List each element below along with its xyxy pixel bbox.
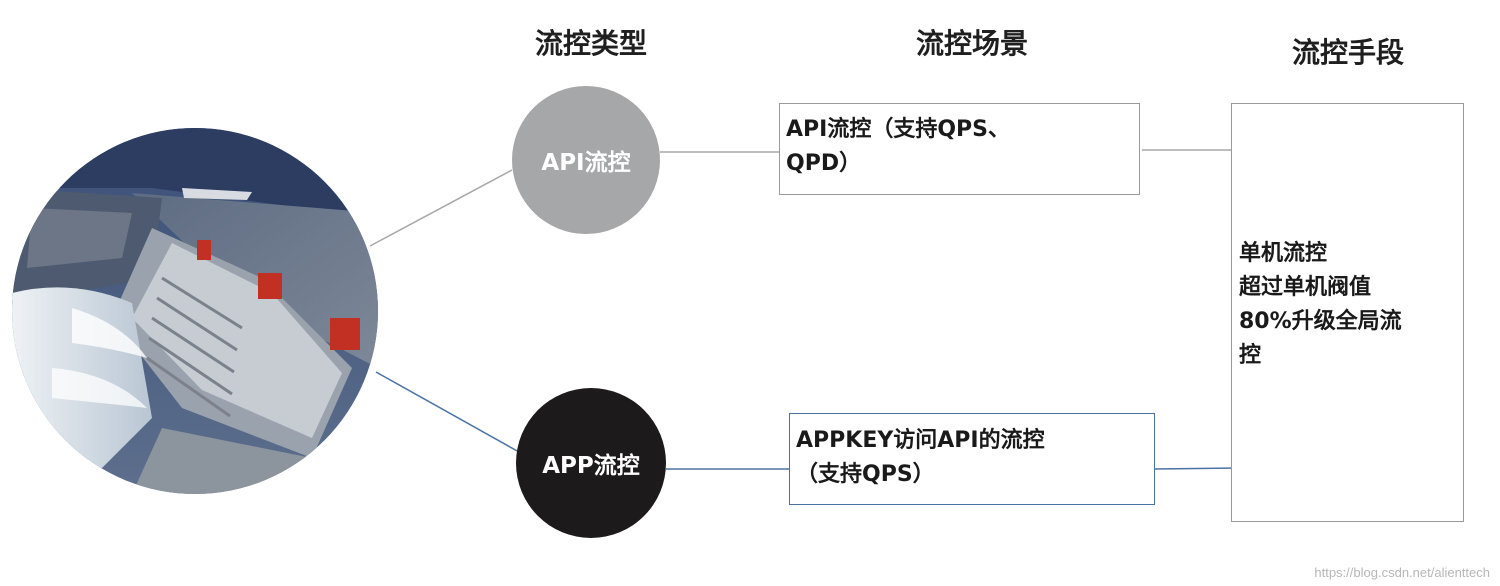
api-scene-box: API流控（支持QPS、 QPD） [779,103,1140,195]
app-flow-control-label: APP流控 [542,453,640,479]
header-flow-control-scene: 流控场景 [915,27,1029,60]
app-scene-line-1: APPKEY访问API的流控 [796,428,1045,453]
connector-photo-to-app [375,371,520,453]
connector-scene-to-means-app [1154,467,1240,470]
api-scene-line-2: QPD） [786,151,862,176]
means-line: 80%升级全局流 [1239,309,1402,334]
watermark: https://blog.csdn.net/alienttech [1314,565,1490,580]
connector-photo-to-api [369,169,513,247]
means-line: 单机流控 [1239,241,1328,266]
api-flow-control-node: API流控 [512,86,660,234]
app-scene-line-2: （支持QPS） [796,462,935,487]
app-flow-control-node: APP流控 [516,388,666,538]
dam-illustration [12,128,378,494]
header-flow-control-type: 流控类型 [534,27,648,60]
means-line: 控 [1239,343,1262,368]
api-scene-line-1: API流控（支持QPS、 [786,117,1011,142]
means-line: 超过单机阀值 [1239,275,1372,300]
app-scene-box: APPKEY访问API的流控 （支持QPS） [789,413,1155,505]
dam-photo [12,128,378,494]
api-flow-control-label: API流控 [541,150,631,176]
header-flow-control-means: 流控手段 [1291,36,1405,69]
flow-control-means-box: 单机流控 超过单机阀值 80%升级全局流 控 [1231,103,1464,522]
